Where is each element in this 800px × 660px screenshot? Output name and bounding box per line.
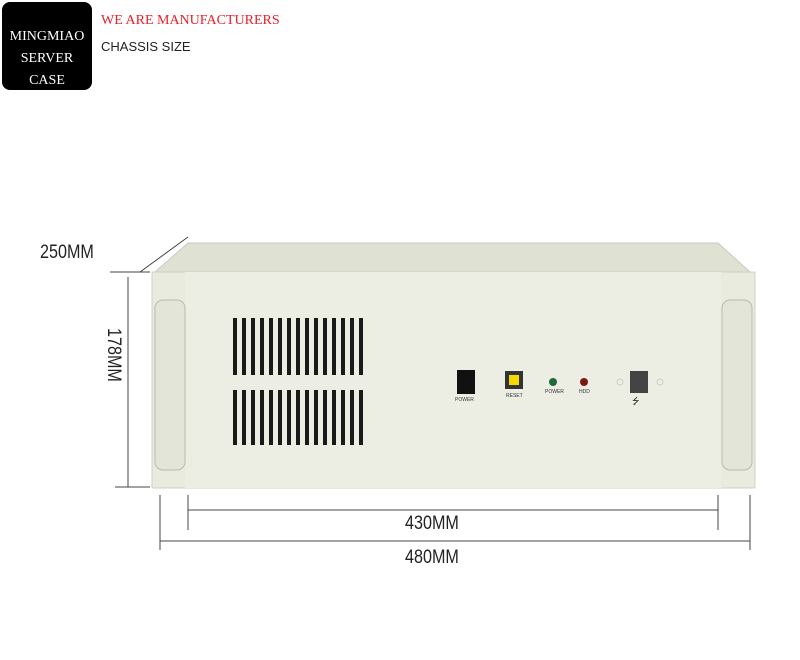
vent-slot <box>332 390 336 445</box>
brand-logo: MINGMIAO SERVER CASE <box>2 2 92 90</box>
logo-line2: SERVER CASE <box>20 51 74 88</box>
left-handle <box>154 299 186 471</box>
vent-slot <box>350 318 354 375</box>
hdd-led-label: HDD <box>579 389 590 395</box>
vent-slot <box>332 318 336 375</box>
hdd-led <box>580 378 588 386</box>
chassis-top <box>153 242 752 273</box>
right-handle <box>721 299 753 471</box>
vent-slot <box>314 390 318 445</box>
reset-button <box>509 375 519 385</box>
vent-slot <box>296 390 300 445</box>
vent-slot <box>269 390 273 445</box>
vent-slot <box>350 390 354 445</box>
vent-slot <box>305 390 309 445</box>
vent-slot <box>278 318 282 375</box>
tagline: WE ARE MANUFACTURERS <box>101 13 280 28</box>
depth-label: 250MM <box>40 242 94 263</box>
reset-label: RESET <box>506 393 523 399</box>
subtitle: CHASSIS SIZE <box>101 39 191 54</box>
vent-slot <box>242 318 246 375</box>
vent-slot <box>251 390 255 445</box>
logo-line1: MINGMIAO <box>9 29 85 44</box>
vent-slot <box>314 318 318 375</box>
vent-slot <box>287 390 291 445</box>
vent-slot <box>341 318 345 375</box>
vent-slot <box>233 318 237 375</box>
power-switch <box>457 370 475 394</box>
vent-slot <box>305 318 309 375</box>
vent-slot <box>359 390 363 445</box>
height-label: 178MM <box>103 328 124 382</box>
vent-slot <box>296 318 300 375</box>
dimension-lines <box>110 236 751 550</box>
ventilation-grille <box>233 318 368 448</box>
vent-slot <box>242 390 246 445</box>
vent-slot <box>359 318 363 375</box>
power-led-label: POWER <box>545 389 564 395</box>
vent-slot <box>251 318 255 375</box>
vent-slot <box>260 318 264 375</box>
vent-slot <box>269 318 273 375</box>
usb-icon: ⭍ <box>632 396 640 406</box>
outer-width-label: 480MM <box>405 547 459 568</box>
vent-slot <box>341 390 345 445</box>
inner-width-label: 430MM <box>405 513 459 534</box>
vent-slot <box>323 318 327 375</box>
power-switch-label: POWER <box>455 397 474 403</box>
usb-ports <box>630 371 648 393</box>
vent-slot <box>287 318 291 375</box>
vent-slot <box>278 390 282 445</box>
vent-slot <box>323 390 327 445</box>
power-led <box>549 378 557 386</box>
vent-slot <box>260 390 264 445</box>
vent-slot <box>233 390 237 445</box>
